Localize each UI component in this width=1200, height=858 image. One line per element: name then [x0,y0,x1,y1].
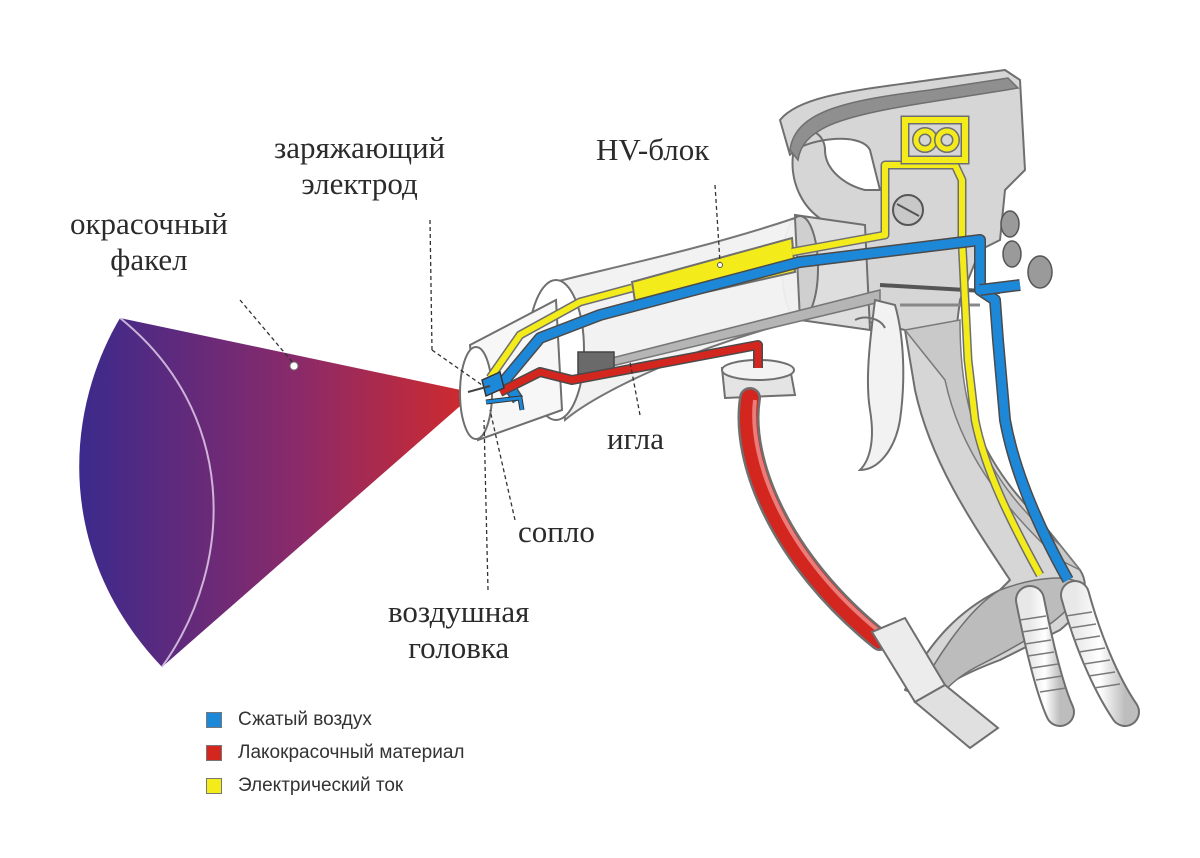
hv-block-label-text: HV-блок [596,132,710,167]
charging-electrode-label-line1: заряжающий [274,130,446,165]
legend-item-air: Сжатый воздух [206,703,464,736]
spray-plume-label: окрасочный факел [70,206,228,278]
spray-plume [79,317,475,668]
legend-item-paint: Лакокрасочный материал [206,736,464,769]
trigger [854,298,905,472]
air-line [499,234,1074,583]
legend-label-air: Сжатый воздух [238,708,372,730]
air-and-cable-hoses [1015,580,1140,727]
legend: Сжатый воздух Лакокрасочный материал Эле… [206,703,464,802]
spray-plume-label-line2: факел [110,242,188,277]
nozzle-tip [467,370,525,411]
charging-electrode-label: заряжающий электрод [274,130,445,202]
current-line [486,115,1044,578]
spray-plume-label-line1: окрасочный [70,206,228,241]
nozzle-label-text: сопло [518,514,595,549]
paint-line [497,340,763,397]
air-cap-label-line2: головка [408,630,510,665]
legend-label-current: Электрический ток [238,774,404,796]
legend-swatch-current [206,777,222,794]
paint-hose [737,387,1000,750]
leader-lines [239,184,721,591]
needle-label-text: игла [607,421,664,456]
air-cap-label: воздушная головка [388,594,529,666]
legend-swatch-air [206,711,222,728]
legend-item-current: Электрический ток [206,769,464,802]
air-cap-label-line1: воздушная [388,594,530,629]
charging-electrode-label-line2: электрод [301,166,418,201]
needle-label: игла [607,421,664,457]
hv-block-label: HV-блок [596,132,709,168]
legend-label-paint: Лакокрасочный материал [238,741,465,763]
legend-swatch-paint [206,744,222,761]
nozzle-label: сопло [518,514,595,550]
